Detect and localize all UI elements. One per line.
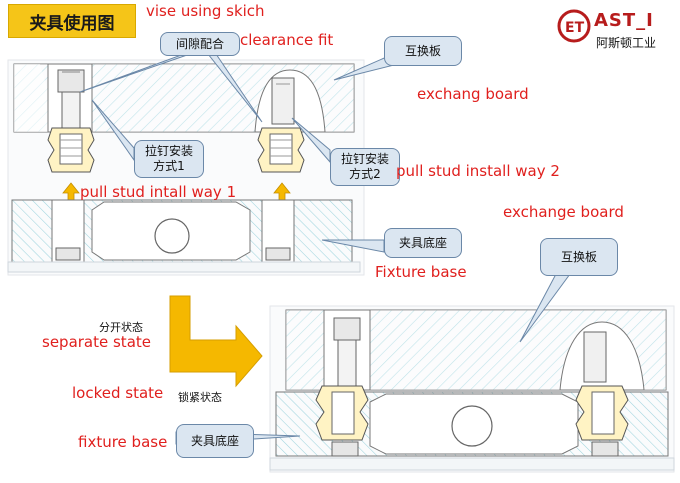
bottom-exchange-board — [285, 309, 667, 391]
fixture-base-en-label-top: Fixture base — [375, 263, 467, 281]
fixture-base-cn-label-top: 夹具底座 — [398, 235, 447, 250]
separate-state-en-label: separate state — [42, 333, 151, 351]
separate-state-cn-label: 分开状态 — [99, 321, 143, 334]
page-subtitle: vise using skich — [146, 2, 265, 20]
pull-stud-2-callout: 拉钉安装 方式2 — [330, 148, 400, 186]
clearance-fit-en-label: clearance fit — [240, 31, 334, 49]
pull-stud-2 — [257, 77, 305, 173]
fixture-base-cn-label-bottom: 夹具底座 — [190, 433, 239, 448]
top-diagram — [7, 59, 365, 276]
fixture-base-en-label-bottom: fixture base — [78, 433, 168, 451]
pull-stud-2-cn-label: 拉钉安装 方式2 — [340, 152, 389, 181]
pull-stud-1-en-label: pull stud intall way 1 — [80, 183, 237, 201]
top-fixture-base — [7, 199, 361, 273]
exchange-board-cn-label-bottom: 互换板 — [560, 249, 597, 264]
bottom-fixture-base — [269, 385, 675, 471]
logo-mark-icon: ET — [557, 9, 591, 43]
fixture-base-callout-bottom: 夹具底座 — [176, 424, 254, 458]
logo-company-name: 阿斯顿工业 — [596, 36, 657, 50]
fixture-base-callout-top: 夹具底座 — [384, 228, 462, 258]
company-logo: ET AST_I 阿斯顿工业 — [556, 8, 678, 52]
exchange-board-callout-top: 互换板 — [384, 36, 462, 66]
page-title: 夹具使用图 — [8, 4, 136, 38]
state-change-arrow-icon — [169, 295, 263, 388]
bottom-diagram — [269, 305, 675, 473]
exchange-board-cn-label-top: 互换板 — [404, 43, 441, 58]
logo-brand-text: AST_I — [594, 10, 654, 31]
svg-text:ET: ET — [565, 20, 585, 36]
pull-stud-1-cn-label: 拉钉安装 方式1 — [144, 144, 193, 173]
pull-stud-2-en-label: pull stud install way 2 — [396, 162, 560, 180]
exchange-board-en-label-top: exchang board — [417, 85, 529, 103]
pull-stud-1-callout: 拉钉安装 方式1 — [134, 140, 204, 178]
locked-state-cn-label: 锁紧状态 — [178, 391, 222, 404]
exchange-board-callout-bottom: 互换板 — [540, 238, 618, 276]
clearance-fit-cn-label: 间隙配合 — [175, 36, 224, 51]
pull-stud-1 — [47, 69, 95, 173]
exchange-board-en-label-bottom: exchange board — [503, 203, 624, 221]
clearance-fit-callout: 间隙配合 — [160, 32, 240, 56]
locked-state-en-label: locked state — [72, 384, 164, 402]
